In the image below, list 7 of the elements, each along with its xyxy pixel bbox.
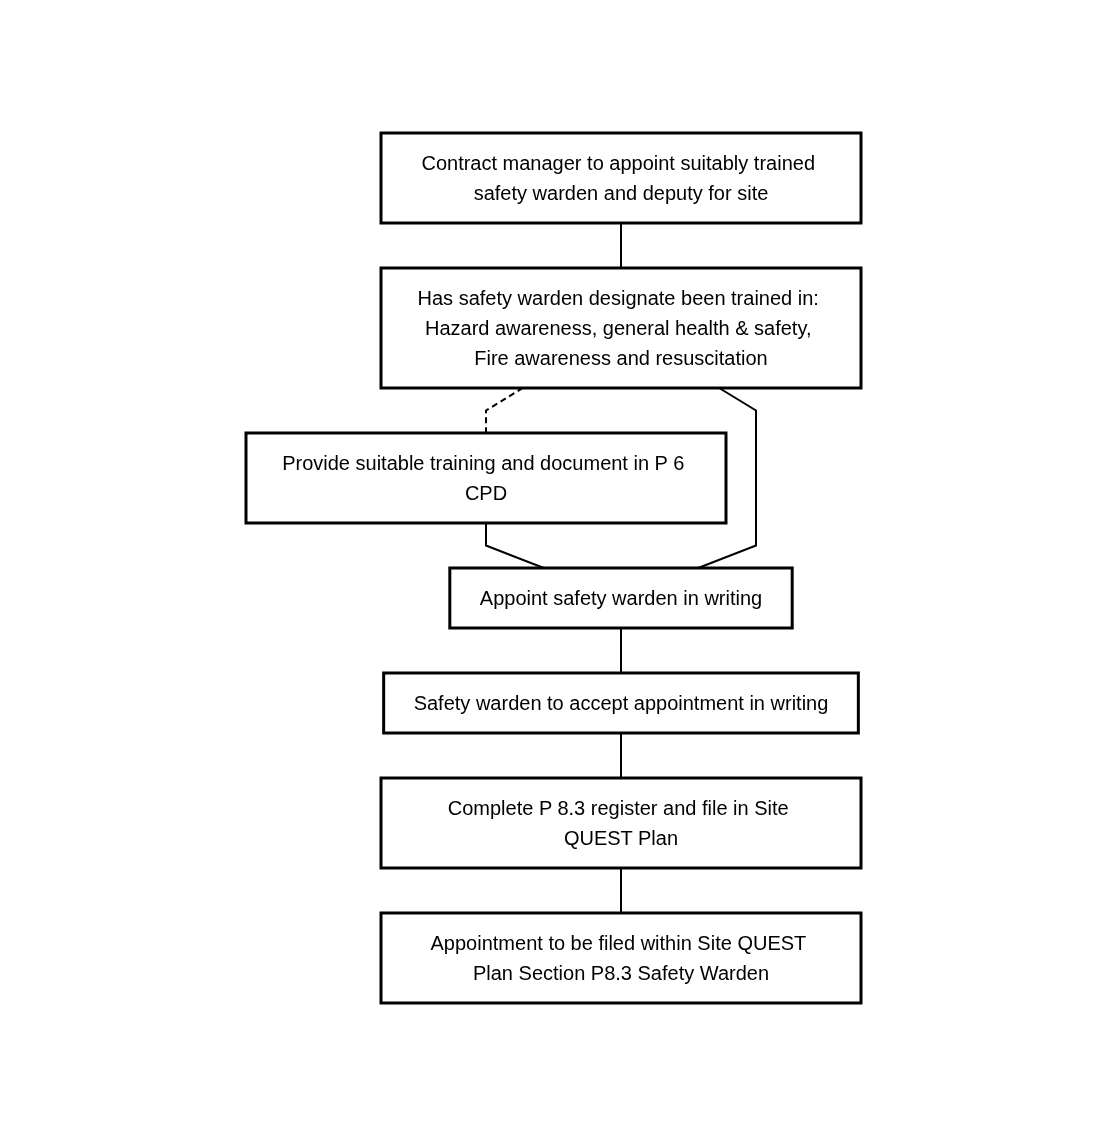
- node-box: Safety warden to accept appointment in writing: [381, 671, 860, 734]
- node-box: Complete P 8.3 register and file in Site QUEST Plan: [379, 776, 862, 869]
- node-box: Appoint safety warden in writing: [447, 566, 794, 629]
- node-box: Has safety warden designate been trained in: Hazard awareness, general health & safety, Fire awareness and resuscitation: [379, 266, 862, 389]
- node-box: Appointment to be filed within Site QUEST Plan Section P8.3 Safety Warden: [379, 911, 862, 1004]
- node-box: Provide suitable training and document in P 6 CPD: [244, 431, 727, 524]
- node-box: Contract manager to appoint suitably trained safety warden and deputy for site: [379, 131, 862, 224]
